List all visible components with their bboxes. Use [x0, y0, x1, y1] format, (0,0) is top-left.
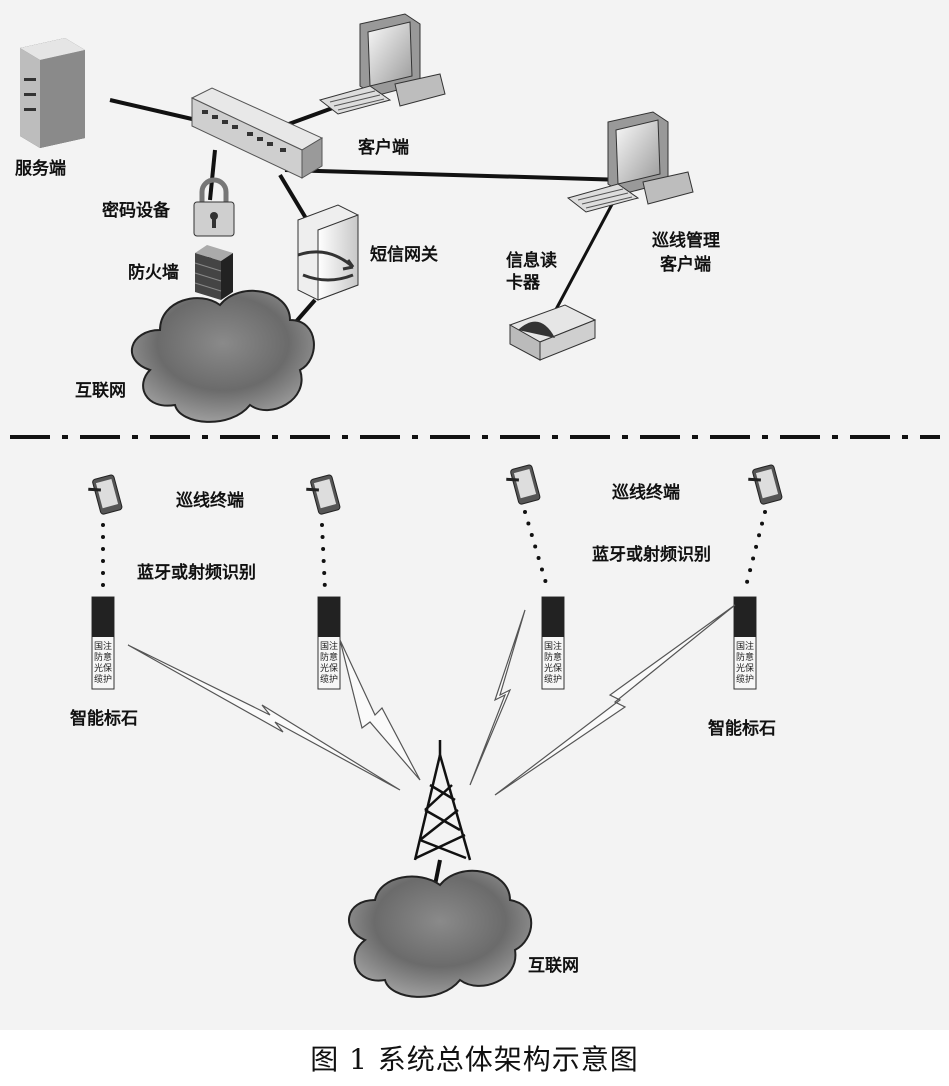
firewall-icon	[194, 245, 233, 300]
patrol-terminal-icon	[748, 464, 783, 505]
radio-tower-icon	[413, 740, 472, 861]
stone-inscription: 防意	[736, 651, 754, 663]
sms-gateway-label: 短信网关	[370, 245, 438, 265]
patrol-terminal-icon	[506, 464, 541, 505]
stone-inscription: 国注	[320, 640, 338, 652]
card-reader-label-line1: 信息读	[506, 251, 557, 271]
lightning-link	[339, 639, 421, 781]
stone-inscription: 国注	[94, 640, 112, 652]
stone-inscription: 国注	[544, 640, 562, 652]
stone-inscription: 光保	[736, 662, 754, 674]
server-icon	[20, 38, 85, 148]
stone-inscription: 缆护	[544, 673, 562, 685]
patrol-terminal-icons	[88, 464, 783, 515]
smart-stone-label-right: 智能标石	[708, 719, 776, 739]
network-switch-icon	[190, 87, 324, 179]
internet-label-top: 互联网	[75, 381, 126, 401]
internet-label-bottom: 互联网	[528, 956, 579, 976]
stone-solar-panel	[734, 597, 756, 637]
stone-inscription: 防意	[94, 651, 112, 663]
architecture-diagram	[0, 0, 949, 1030]
stone-solar-panel	[92, 597, 114, 637]
figure-caption: 图 1 系统总体架构示意图	[310, 1043, 639, 1076]
firewall-label: 防火墙	[128, 263, 179, 283]
lightning-link	[494, 604, 736, 796]
stone-inscription: 缆护	[736, 673, 754, 685]
wireless-lightning-links	[127, 604, 736, 796]
patrol-client-label-line1: 巡线管理	[652, 231, 720, 251]
patrol-terminal-label-left: 巡线终端	[176, 491, 244, 511]
cable-switch-sms	[278, 173, 312, 227]
patrol-terminal-label-right: 巡线终端	[612, 483, 680, 503]
stone-solar-panel	[542, 597, 564, 637]
stone-solar-panel	[318, 597, 340, 637]
client-computer-icon	[318, 13, 446, 115]
crypto-device-label: 密码设备	[102, 201, 170, 221]
sms-gateway-icon	[297, 204, 359, 301]
wireless-dotted-links	[101, 510, 767, 592]
card-reader-label-line2: 卡器	[506, 273, 540, 293]
stone-inscription: 国注	[736, 640, 754, 652]
patrol-client-label-line2: 客户端	[660, 255, 711, 275]
patrol-management-computer-icon	[566, 111, 694, 213]
patrol-terminal-icon	[88, 474, 123, 515]
patrol-terminal-icon	[306, 474, 341, 515]
stone-inscription: 光保	[544, 662, 562, 674]
client-label: 客户端	[358, 138, 409, 158]
padlock-icon	[193, 177, 235, 237]
cable-server-switch	[109, 98, 206, 124]
stone-inscription: 缆护	[320, 673, 338, 685]
cable-switch-crypto	[208, 149, 217, 201]
cable-switch-patrol-client	[284, 168, 626, 182]
internet-cloud-icon-top	[130, 289, 315, 423]
card-reader-icon	[508, 304, 597, 361]
stone-inscription: 防意	[320, 651, 338, 663]
stone-inscription: 防意	[544, 651, 562, 663]
smart-stone-label-left: 智能标石	[70, 709, 138, 729]
stone-inscription: 光保	[94, 662, 112, 674]
internet-cloud-icon-bottom	[348, 869, 533, 998]
server-label: 服务端	[15, 159, 66, 179]
lightning-link	[469, 609, 526, 786]
lightning-link	[127, 644, 401, 791]
stone-inscription: 光保	[320, 662, 338, 674]
link-label-left: 蓝牙或射频识别	[137, 563, 256, 583]
stone-inscription: 缆护	[94, 673, 112, 685]
link-label-right: 蓝牙或射频识别	[592, 545, 711, 565]
